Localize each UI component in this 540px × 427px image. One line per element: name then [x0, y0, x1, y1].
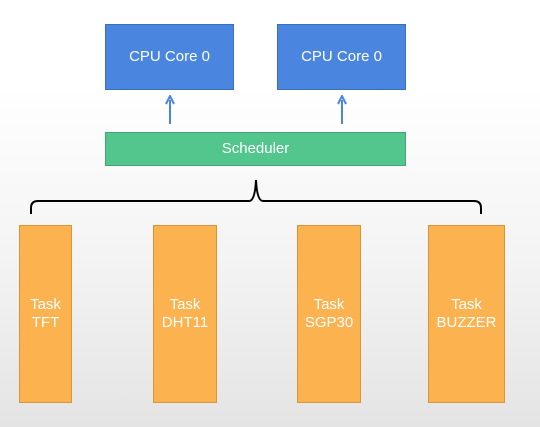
- task-box-buzzer: Task BUZZER: [428, 225, 505, 403]
- cpu-core-label: CPU Core 0: [129, 48, 210, 65]
- task-label-line2: DHT11: [161, 314, 209, 331]
- task-label-line1: Task: [169, 296, 201, 313]
- task-label-line2: BUZZER: [436, 314, 497, 331]
- task-box-sgp30: Task SGP30: [297, 225, 361, 403]
- task-grouping-brace: [30, 179, 482, 214]
- cpu-core-box-left: CPU Core 0: [105, 24, 234, 90]
- cpu-core-label: CPU Core 0: [301, 48, 382, 65]
- task-label-line1: Task: [30, 296, 61, 313]
- task-label-line1: Task: [451, 296, 482, 313]
- scheduler-label: Scheduler: [221, 140, 290, 157]
- task-label-line2: SGP30: [304, 314, 354, 331]
- task-box-tft: Task TFT: [19, 225, 72, 403]
- task-box-dht11: Task DHT11: [153, 225, 217, 403]
- task-label-line2: TFT: [31, 314, 60, 331]
- cpu-core-box-right: CPU Core 0: [277, 24, 406, 90]
- task-label-line1: Task: [313, 296, 345, 313]
- scheduler-box: Scheduler: [105, 132, 406, 166]
